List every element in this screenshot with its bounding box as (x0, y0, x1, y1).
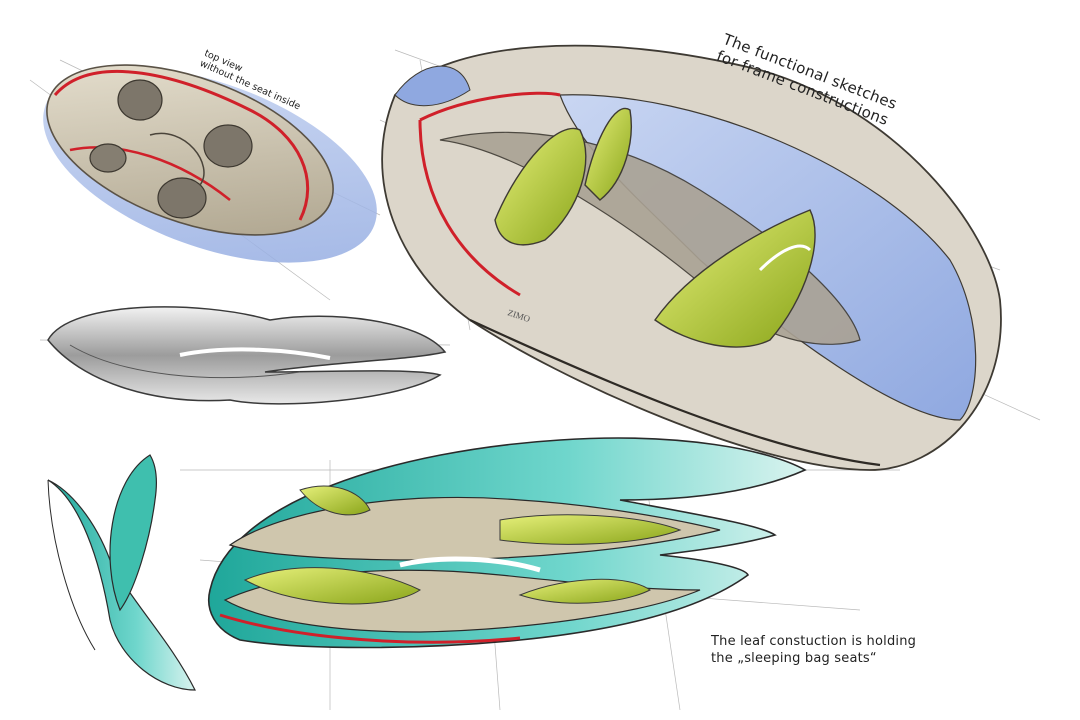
grey-shell-sketch (47, 306, 447, 405)
top-view-sketch (43, 64, 377, 263)
leaf-sketch (47, 454, 196, 691)
annotation-line: the „sleeping bag seats“ (711, 651, 877, 666)
annotation-line: The leaf constuction is holding (711, 634, 917, 649)
perspective-pod-sketch (381, 44, 1002, 471)
leaf-construction-annotation: The leaf constuction is holding the „sle… (711, 633, 916, 667)
leaf-pod-sketch (208, 437, 807, 649)
